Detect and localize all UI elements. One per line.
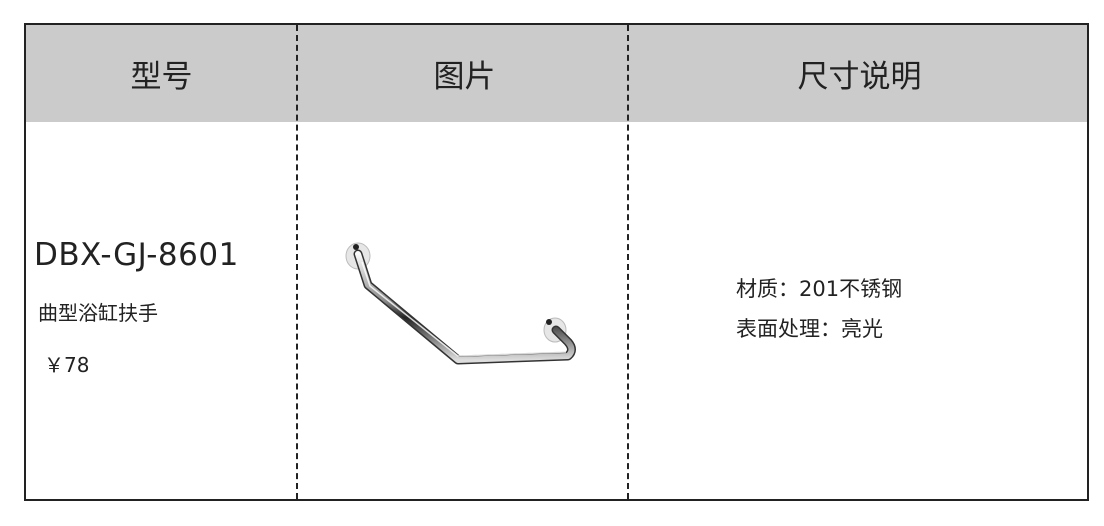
table-header: 型号 图片 尺寸说明 bbox=[26, 25, 1087, 122]
column-divider bbox=[296, 25, 298, 499]
header-dimensions: 尺寸说明 bbox=[797, 59, 922, 95]
spec-material: 材质：201不锈钢 bbox=[736, 277, 903, 301]
header-model: 型号 bbox=[130, 59, 193, 95]
product-price: ￥78 bbox=[44, 353, 90, 377]
product-model: DBX-GJ-8601 bbox=[34, 237, 239, 273]
product-spec-table: 型号 图片 尺寸说明 bbox=[24, 23, 1089, 501]
header-image: 图片 bbox=[433, 59, 496, 95]
product-name: 曲型浴缸扶手 bbox=[38, 301, 158, 325]
spec-finish: 表面处理：亮光 bbox=[736, 317, 883, 341]
column-divider bbox=[627, 25, 629, 499]
